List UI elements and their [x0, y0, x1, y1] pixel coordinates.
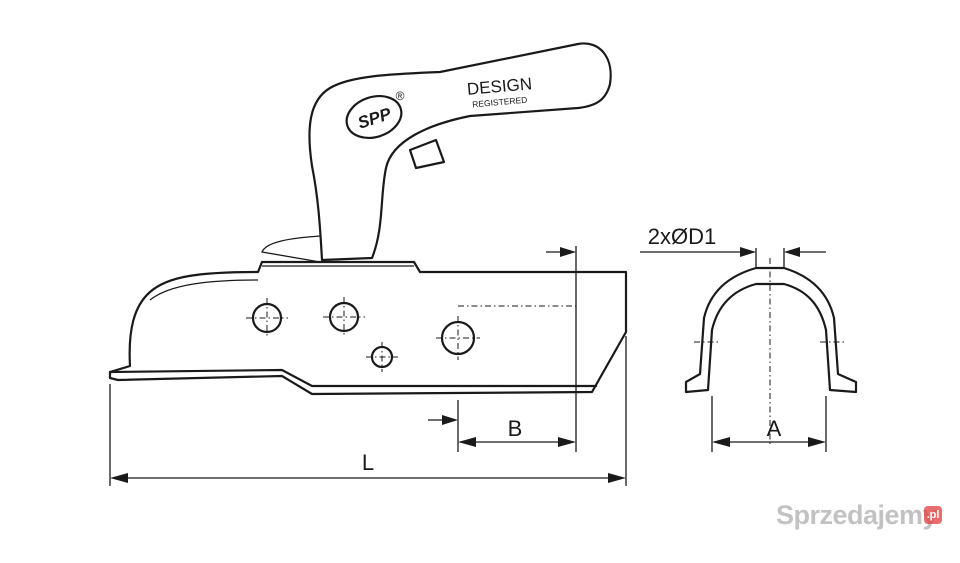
spp-logo: SPP ® [345, 89, 405, 139]
registered-mark: ® [396, 89, 405, 103]
dimension-b: B [428, 246, 577, 452]
watermark-text: Sprzedajemy [776, 500, 938, 530]
dimension-l: L [109, 336, 627, 486]
dimension-d1: 2xØD1 [640, 224, 826, 268]
watermark-badge: .pl [924, 506, 942, 524]
watermark: Sprzedajemy .pl [776, 500, 946, 534]
dimension-l-label: L [362, 450, 374, 475]
dimension-a: A [711, 396, 827, 452]
registered-label: REGISTERED [472, 95, 528, 110]
mount-hole [440, 320, 476, 356]
cross-section [684, 258, 858, 446]
coupling-body [108, 260, 628, 396]
dimension-d1-label: 2xØD1 [648, 224, 716, 249]
dimension-b-label: B [508, 416, 523, 441]
lever-handle [261, 42, 612, 263]
dimension-a-label: A [767, 416, 782, 441]
logo-text: SPP [355, 104, 394, 133]
